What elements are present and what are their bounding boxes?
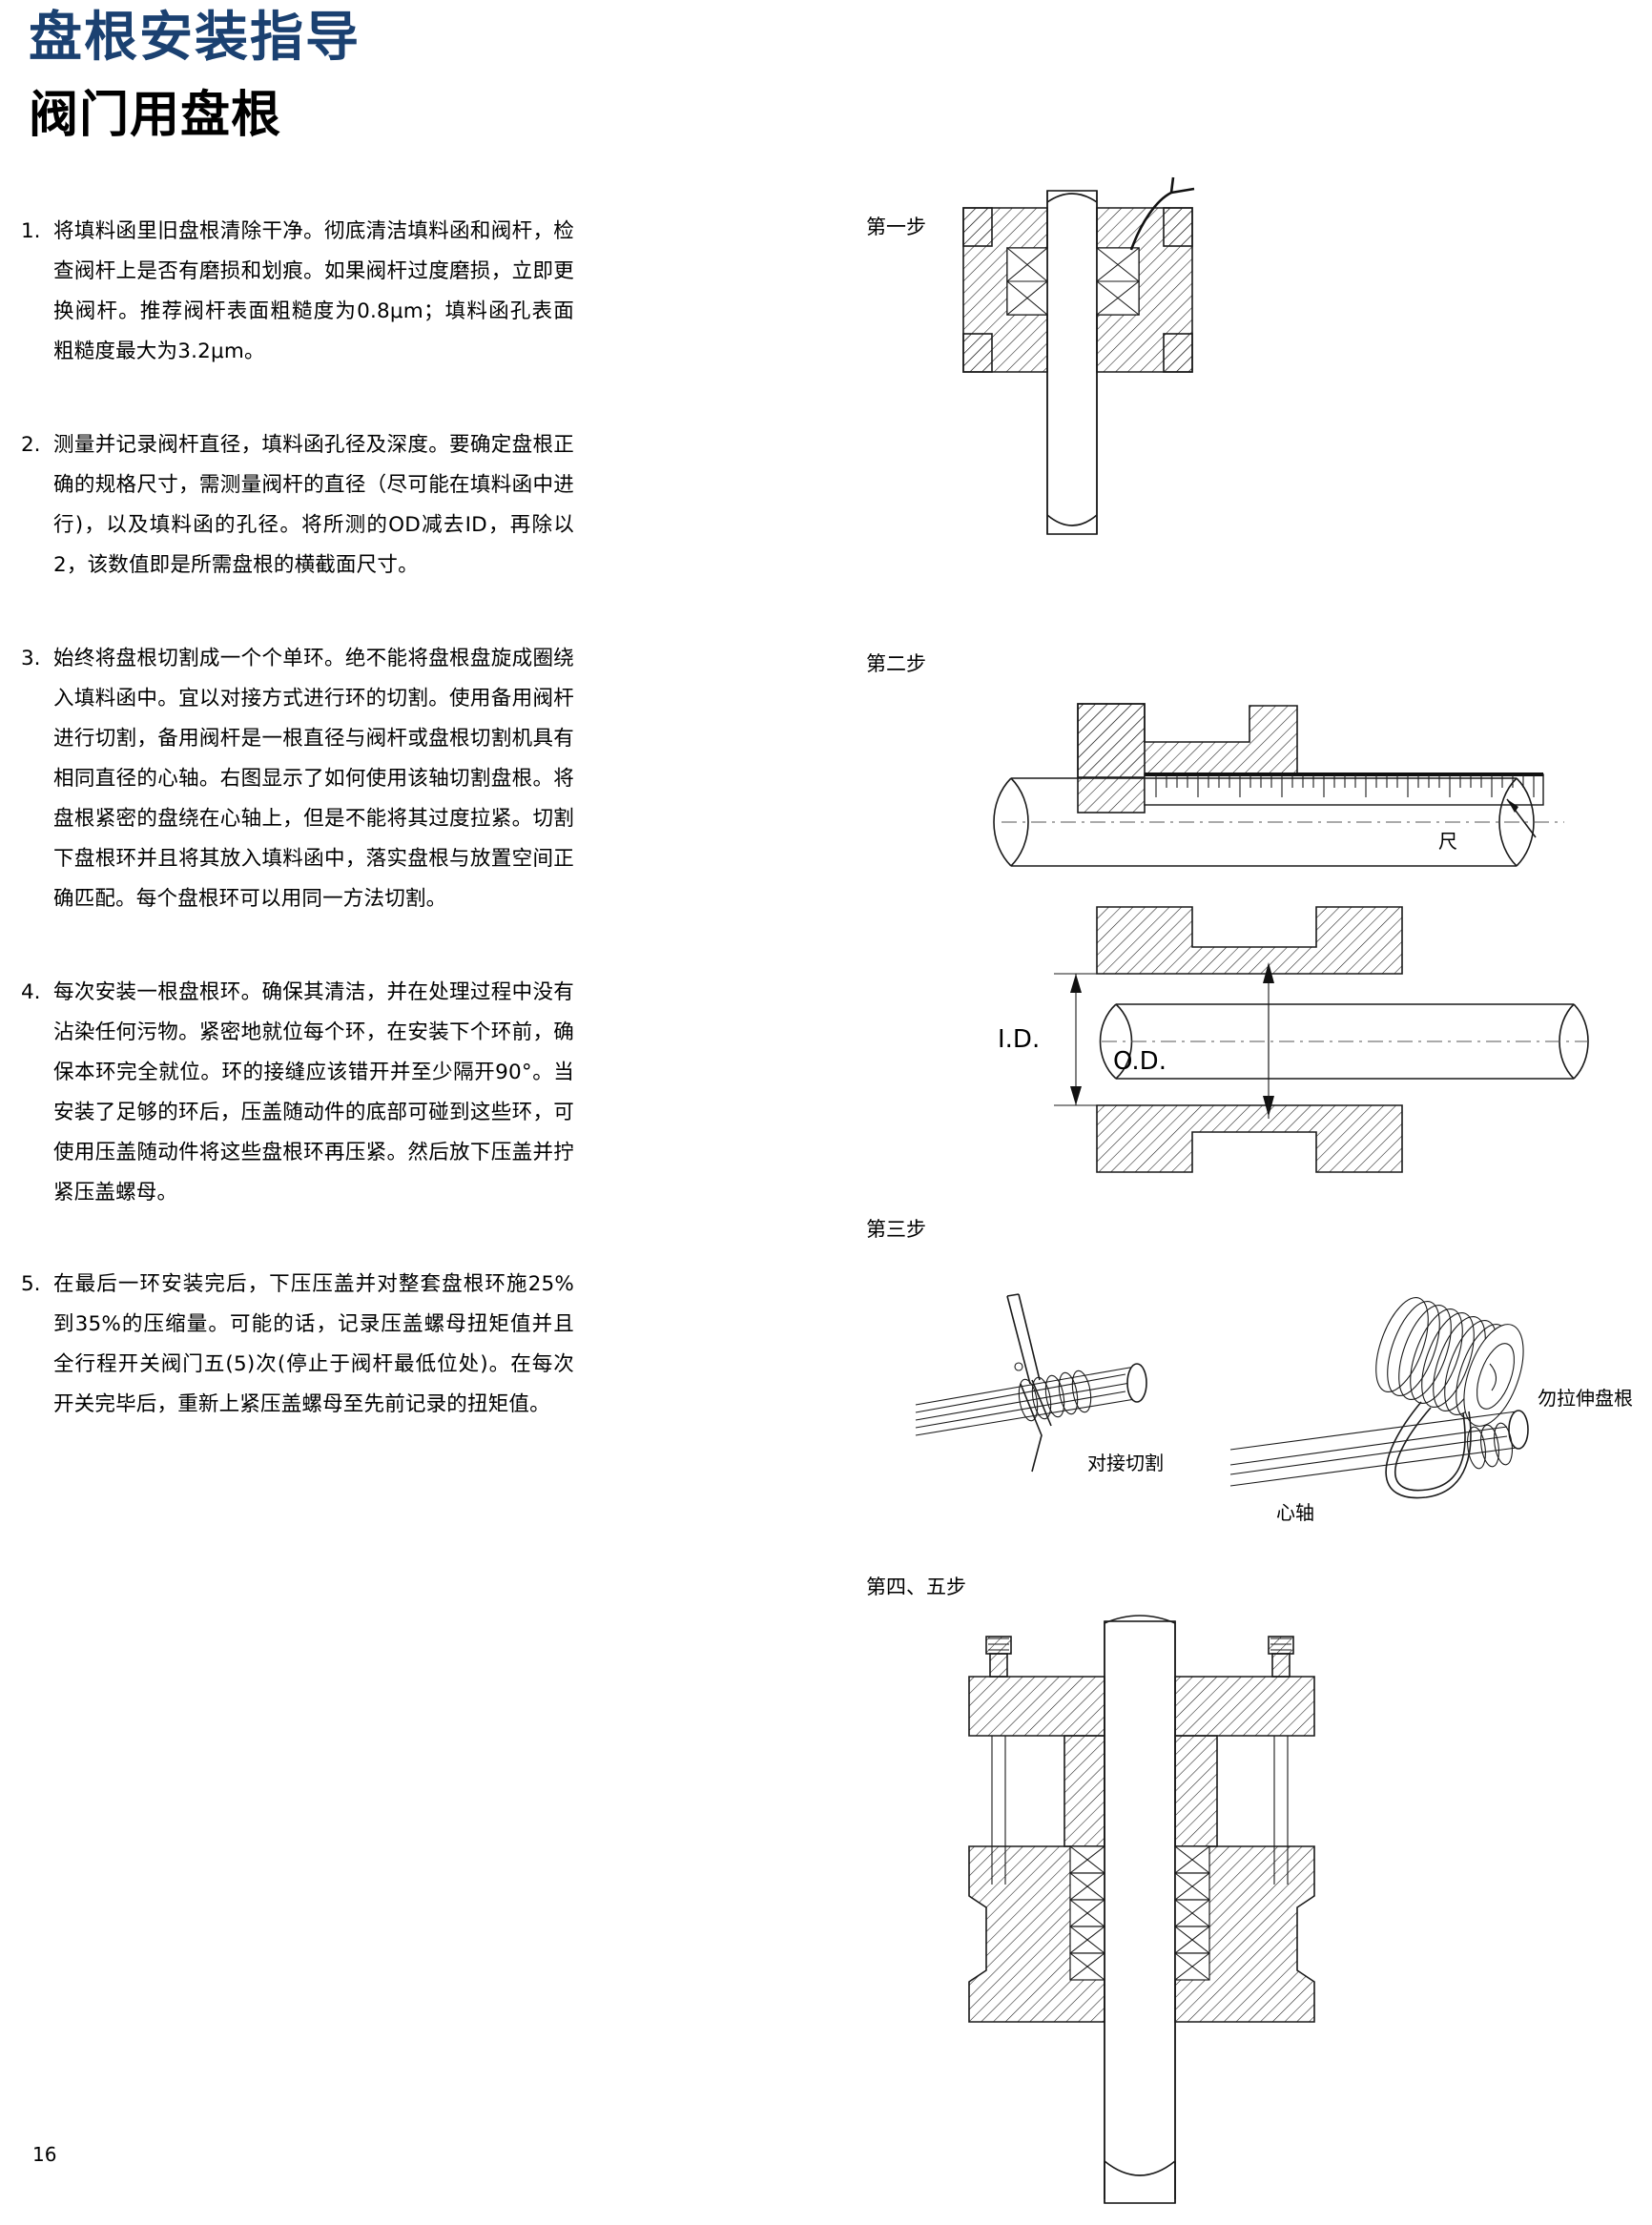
page-subtitle: 阀门用盘根 (29, 87, 282, 144)
caption-inner-diameter: I.D. (998, 1025, 1041, 1054)
list-item: 2. 测量并记录阀杆直径，填料函孔径及深度。要确定盘根正确的规格尺寸，需测量阀杆… (21, 425, 574, 586)
step-number: 3. (21, 647, 41, 670)
step-text: 在最后一环安装完后，下压压盖并对整套盘根环施25%到35%的压缩量。可能的话，记… (53, 1272, 574, 1416)
page-number: 16 (32, 2143, 57, 2166)
figure-label-step-one: 第一步 (866, 216, 926, 238)
instruction-list: 1. 将填料函里旧盘根清除干净。彻底清洁填料函和阀杆，检查阀杆上是否有磨损和划痕… (21, 212, 574, 1425)
step-number: 2. (21, 433, 41, 457)
figure-step-two-shaft (993, 763, 1574, 887)
figure-step-four-five (944, 1615, 1345, 2204)
step-number: 1. (21, 219, 41, 243)
list-item: 1. 将填料函里旧盘根清除干净。彻底清洁填料函和阀杆，检查阀杆上是否有磨损和划痕… (21, 212, 574, 372)
step-text: 每次安装一根盘根环。确保其清洁，并在处理过程中没有沾染任何污物。紧密地就位每个环… (53, 980, 574, 1205)
figure-label-step-three: 第三步 (866, 1218, 926, 1241)
caption-mandrel: 心轴 (1276, 1501, 1314, 1524)
step-text: 测量并记录阀杆直径，填料函孔径及深度。要确定盘根正确的规格尺寸，需测量阀杆的直径… (53, 433, 574, 577)
list-item: 3. 始终将盘根切割成一个个单环。绝不能将盘根盘旋成圈绕入填料函中。宜以对接方式… (21, 639, 574, 919)
step-number: 4. (21, 980, 41, 1004)
figure-butt-cut (915, 1292, 1202, 1483)
caption-butt-cut: 对接切割 (1087, 1452, 1164, 1474)
figure-step-two-ruler (1059, 668, 1555, 849)
list-item: 5. 在最后一环安装完后，下压压盖并对整套盘根环施25%到35%的压缩量。可能的… (21, 1265, 574, 1425)
step-text: 始终将盘根切割成一个个单环。绝不能将盘根盘旋成圈绕入填料函中。宜以对接方式进行环… (53, 647, 574, 911)
figure-id-od (1054, 901, 1593, 1178)
caption-do-not-stretch: 勿拉伸盘根 (1538, 1387, 1633, 1410)
figure-do-not-stretch (1229, 1268, 1612, 1535)
figure-label-step-four-five: 第四、五步 (866, 1576, 966, 1598)
figure-step-one (944, 176, 1211, 535)
figure-label-step-two: 第二步 (866, 652, 926, 675)
caption-outer-diameter: O.D. (1113, 1047, 1167, 1076)
list-item: 4. 每次安装一根盘根环。确保其清洁，并在处理过程中没有沾染任何污物。紧密地就位… (21, 973, 574, 1213)
caption-ruler: 尺 (1438, 830, 1457, 853)
step-number: 5. (21, 1272, 41, 1296)
page-title: 盘根安装指导 (29, 7, 361, 69)
step-text: 将填料函里旧盘根清除干净。彻底清洁填料函和阀杆，检查阀杆上是否有磨损和划痕。如果… (53, 219, 574, 363)
